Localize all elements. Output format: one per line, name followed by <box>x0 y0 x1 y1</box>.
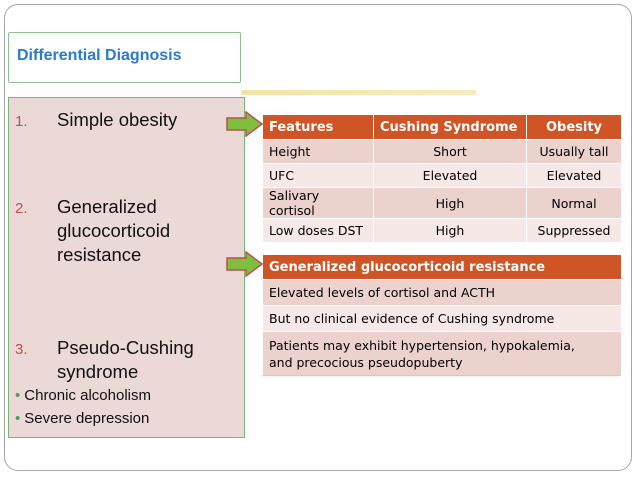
table-row: UFC Elevated Elevated <box>263 163 621 188</box>
list-item-text: syndrome <box>57 361 139 382</box>
resistance-table: Generalized glucocorticoid resistance El… <box>263 255 621 376</box>
table-header: Obesity <box>526 115 621 140</box>
title-box: Differential Diagnosis <box>8 32 241 83</box>
decorative-stripe <box>241 90 476 95</box>
table-header: Generalized glucocorticoid resistance <box>263 255 621 280</box>
arrow-right-icon <box>226 111 264 137</box>
sub-bullet: •Chronic alcoholism <box>15 387 151 404</box>
table-cell: Elevated levels of cortisol and ACTH <box>263 279 621 306</box>
table-row: Salivary cortisol High Normal <box>263 187 621 219</box>
list-number: 1. <box>15 113 28 130</box>
table-cell: Short <box>373 139 527 164</box>
diagnosis-list: 1. Simple obesity 2. Generalized glucoco… <box>8 97 245 438</box>
slide-frame <box>4 4 632 471</box>
slide-title: Differential Diagnosis <box>17 47 182 64</box>
table-cell: High <box>373 187 527 219</box>
table-cell: Salivary cortisol <box>263 187 374 219</box>
list-item-text: resistance <box>57 244 142 265</box>
table-shadow <box>260 375 620 379</box>
table-cell: Low doses DST <box>263 218 374 242</box>
table-header: Features <box>263 115 374 140</box>
sub-bullet: •Severe depression <box>15 410 149 427</box>
table-header: Cushing Syndrome <box>373 115 527 140</box>
list-number: 3. <box>15 341 28 358</box>
table-cell: Patients may exhibit hypertension, hypok… <box>263 331 621 376</box>
sub-bullet-text: Chronic alcoholism <box>24 387 151 404</box>
table-row: But no clinical evidence of Cushing synd… <box>263 305 621 332</box>
table-cell: Elevated <box>373 163 527 188</box>
list-item-text: Pseudo-Cushing <box>57 337 194 358</box>
table-cell: Normal <box>526 187 621 219</box>
table-cell: But no clinical evidence of Cushing synd… <box>263 305 621 332</box>
bullet-dot-icon: • <box>15 387 21 404</box>
list-item-text: Simple obesity <box>57 109 178 130</box>
table-cell: High <box>373 218 527 242</box>
table-row: Height Short Usually tall <box>263 139 621 164</box>
table-row: Elevated levels of cortisol and ACTH <box>263 279 621 306</box>
table-row: Low doses DST High Suppressed <box>263 218 621 242</box>
arrow-right-icon <box>226 251 264 277</box>
bullet-dot-icon: • <box>15 410 21 427</box>
table-cell: UFC <box>263 163 374 188</box>
list-item-text: glucocorticoid <box>57 220 171 241</box>
sub-bullet-text: Severe depression <box>24 410 150 427</box>
table-cell: Suppressed <box>526 218 621 242</box>
comparison-table: Features Cushing Syndrome Obesity Height… <box>263 115 621 242</box>
list-item-text: Generalized <box>57 196 157 217</box>
table-row: Patients may exhibit hypertension, hypok… <box>263 331 621 376</box>
table-cell: Height <box>263 139 374 164</box>
table-cell: Usually tall <box>526 139 621 164</box>
table-cell: Elevated <box>526 163 621 188</box>
list-number: 2. <box>15 200 28 217</box>
